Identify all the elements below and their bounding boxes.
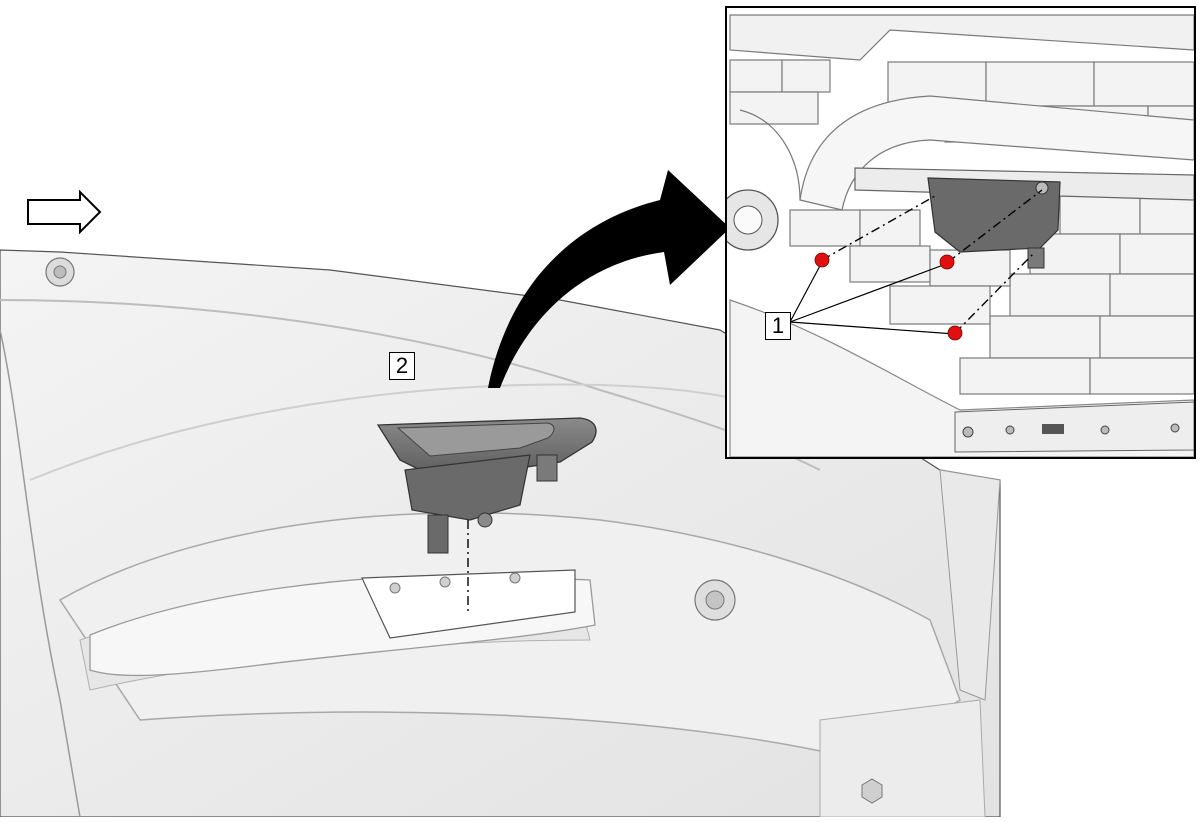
direction-arrow-icon <box>27 189 102 235</box>
detail-pointer-arrow <box>488 170 730 388</box>
callout-2: 2 <box>389 352 415 380</box>
fastener-markers <box>814 252 963 341</box>
callout-1: 1 <box>765 312 791 340</box>
detail-inset <box>725 6 1196 459</box>
switch-bezel <box>376 417 597 554</box>
